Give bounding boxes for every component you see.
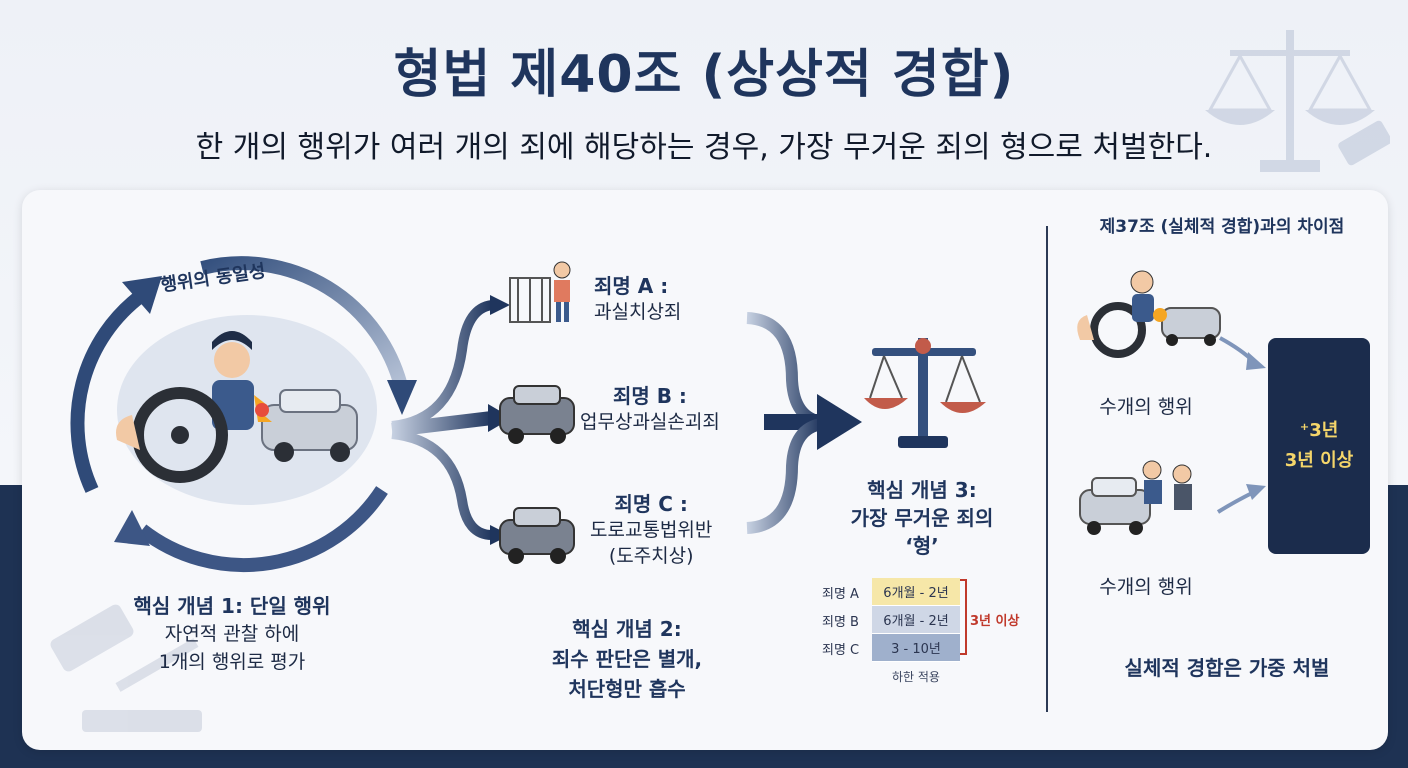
- crime-c: 죄명 C : 도로교통법위반 (도주치상): [590, 488, 712, 569]
- comparison-title: 제37조 (실체적 경합)과의 차이점: [1099, 217, 1345, 237]
- concept1-desc-line1: 자연적 관찰 하에: [164, 623, 300, 645]
- main-card: 행위의 동일성 핵심 개념 1: 단일 행위 자연적 관찰 하에 1개의 행위로…: [22, 190, 1388, 750]
- driver-crash-illustration: [116, 315, 377, 505]
- comparison-footer: 실체적 경합은 가중 처벌: [1124, 656, 1330, 680]
- concept3: 핵심 개념 3: 가장 무거운 죄의 ‘형’: [812, 476, 1032, 560]
- sentence-row-a: 죄명 A 6개월 - 2년: [822, 578, 960, 606]
- concept3-line1: 핵심 개념 3:: [867, 478, 977, 502]
- concept3-line2: 가장 무거운 죄의: [850, 506, 994, 530]
- crime-b: 죄명 B : 업무상과실손괴죄: [580, 380, 720, 435]
- sentence-row-a-range: 6개월 - 2년: [872, 578, 960, 606]
- concept2-line3: 처단형만 흡수: [568, 677, 686, 701]
- sentence-row-b-label: 죄명 B: [822, 614, 859, 630]
- concept2: 핵심 개념 2: 죄수 판단은 별개, 처단형만 흡수: [502, 614, 752, 704]
- crime-a-desc: 과실치상죄: [594, 301, 682, 323]
- fence-pedestrian-icon: [509, 261, 571, 323]
- page-subtitle: 한 개의 행위가 여러 개의 죄에 해당하는 경우, 가장 무거운 죄의 형으로…: [195, 130, 1213, 165]
- sentence-row-b-range: 6개월 - 2년: [872, 606, 960, 634]
- crime-c-desc2: (도주치상): [608, 545, 694, 567]
- crime-c-desc: 도로교통법위반: [590, 519, 713, 541]
- section-divider: [1046, 226, 1048, 712]
- comparison-result-box: ⁺3년 3년 이상: [1268, 338, 1370, 554]
- concept1-desc: 자연적 관찰 하에 1개의 행위로 평가: [82, 620, 382, 676]
- sentence-table: 죄명 A 6개월 - 2년 죄명 B 6개월 - 2년 죄명 C 3 - 10년…: [822, 578, 960, 685]
- comparison-result-line2: 3년 이상: [1284, 450, 1354, 471]
- cycle-arrows-icon: [70, 256, 417, 572]
- concept2-line2: 죄수 판단은 별개,: [551, 647, 703, 671]
- comparison-act1: 수개의 행위: [1099, 396, 1193, 418]
- comparison-act2: 수개의 행위: [1099, 576, 1193, 598]
- crime-b-name: 죄명 B :: [612, 384, 687, 408]
- merge-arrows-icon: [746, 312, 862, 534]
- crime-a-name: 죄명 A :: [594, 274, 669, 298]
- sentence-row-c-range: 3 - 10년: [872, 634, 960, 662]
- scales-watermark-icon: [1205, 30, 1390, 172]
- crashed-car-icon-b: [499, 385, 575, 444]
- comparison-result-line1: ⁺3년: [1299, 420, 1339, 441]
- bracket-label: 3년 이상: [970, 614, 1020, 629]
- concept2-line1: 핵심 개념 2:: [572, 617, 682, 641]
- comparison-arrows-icon: [1216, 336, 1266, 514]
- concept3-line3: ‘형’: [905, 534, 939, 558]
- range-bracket-icon: [960, 579, 967, 655]
- gavel-watermark-icon: [50, 604, 202, 732]
- crashed-car-icon-c: [499, 507, 575, 564]
- scales-of-justice-icon: [864, 338, 986, 448]
- crime-c-name: 죄명 C :: [614, 492, 688, 516]
- sentence-row-c: 죄명 C 3 - 10년: [822, 634, 960, 662]
- diagram-graphics: [50, 256, 1266, 732]
- sentence-row-a-label: 죄명 A: [822, 586, 859, 602]
- sentence-row-c-label: 죄명 C: [822, 642, 860, 658]
- comparison-driver-icon: [1077, 270, 1221, 358]
- crime-b-desc: 업무상과실손괴죄: [580, 411, 720, 433]
- branch-arrows-icon: [391, 295, 512, 545]
- sentence-footer: 하한 적용: [892, 670, 940, 684]
- comparison-fight-icon: [1079, 460, 1192, 535]
- concept1-title: 핵심 개념 1: 단일 행위: [133, 594, 331, 618]
- concept1-desc-line2: 1개의 행위로 평가: [158, 651, 306, 673]
- page-title: 형법 제40조 (상상적 경합): [393, 45, 1015, 105]
- sentence-row-b: 죄명 B 6개월 - 2년: [822, 606, 960, 634]
- crime-a: 죄명 A : 과실치상죄: [594, 270, 681, 325]
